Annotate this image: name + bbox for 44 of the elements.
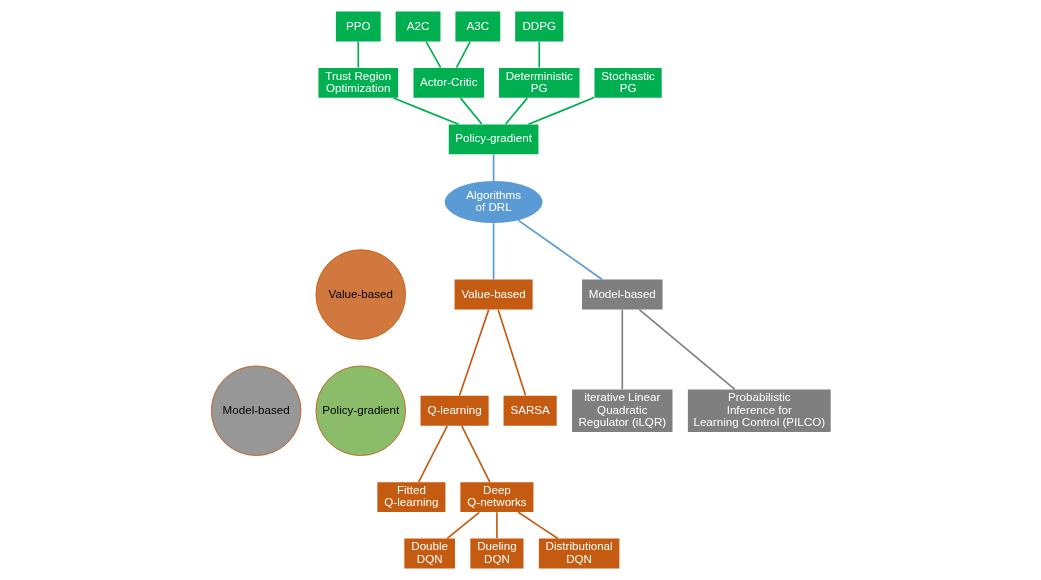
node-box: Actor-Critic bbox=[413, 67, 484, 98]
connector bbox=[537, 40, 540, 69]
connector bbox=[516, 511, 559, 540]
connector bbox=[504, 97, 528, 125]
node-box: Deterministic PG bbox=[498, 67, 580, 98]
connector bbox=[455, 40, 471, 69]
connector bbox=[492, 153, 494, 182]
connector bbox=[496, 308, 526, 397]
connector bbox=[620, 308, 623, 391]
node-ellipse: Algorithms of DRL bbox=[444, 180, 542, 224]
node-box: A3C bbox=[454, 11, 500, 42]
connector bbox=[417, 425, 448, 483]
connector bbox=[638, 308, 736, 391]
connector bbox=[356, 40, 359, 69]
connector bbox=[458, 308, 490, 397]
node-box: Q-learning bbox=[420, 395, 489, 426]
node-box: iterative Linear Quadratic Regulator (iLQR) bbox=[571, 389, 672, 432]
node-box: Probabilistic Inference for Learning Control (PILCO) bbox=[687, 389, 831, 432]
node-box: Stochastic PG bbox=[594, 67, 662, 98]
connector bbox=[492, 222, 494, 281]
connector bbox=[459, 97, 483, 125]
node-box: Fitted Q-learning bbox=[376, 482, 445, 513]
connector bbox=[424, 40, 441, 69]
node-box: DDPG bbox=[514, 11, 563, 42]
node-box: Distributional DQN bbox=[538, 538, 619, 569]
connector bbox=[527, 96, 595, 126]
node-circle: Policy-gradient bbox=[315, 365, 406, 456]
connector bbox=[495, 511, 498, 540]
node-box: Dueling DQN bbox=[469, 538, 523, 569]
node-box: Trust Region Optimization bbox=[317, 67, 398, 98]
node-box: Deep Q-networks bbox=[459, 482, 533, 513]
node-box: PPO bbox=[335, 11, 381, 42]
connector bbox=[460, 425, 491, 483]
node-box: Policy-gradient bbox=[448, 124, 538, 155]
node-box: A2C bbox=[395, 11, 440, 42]
node-box: Model-based bbox=[581, 279, 663, 310]
node-box: Double DQN bbox=[403, 538, 455, 569]
node-box: SARSA bbox=[503, 395, 557, 426]
connector bbox=[445, 511, 480, 540]
node-circle: Model-based bbox=[210, 365, 301, 456]
connector bbox=[517, 219, 603, 281]
node-box: Value-based bbox=[454, 279, 533, 310]
node-circle: Value-based bbox=[315, 249, 406, 340]
connector bbox=[392, 97, 459, 126]
